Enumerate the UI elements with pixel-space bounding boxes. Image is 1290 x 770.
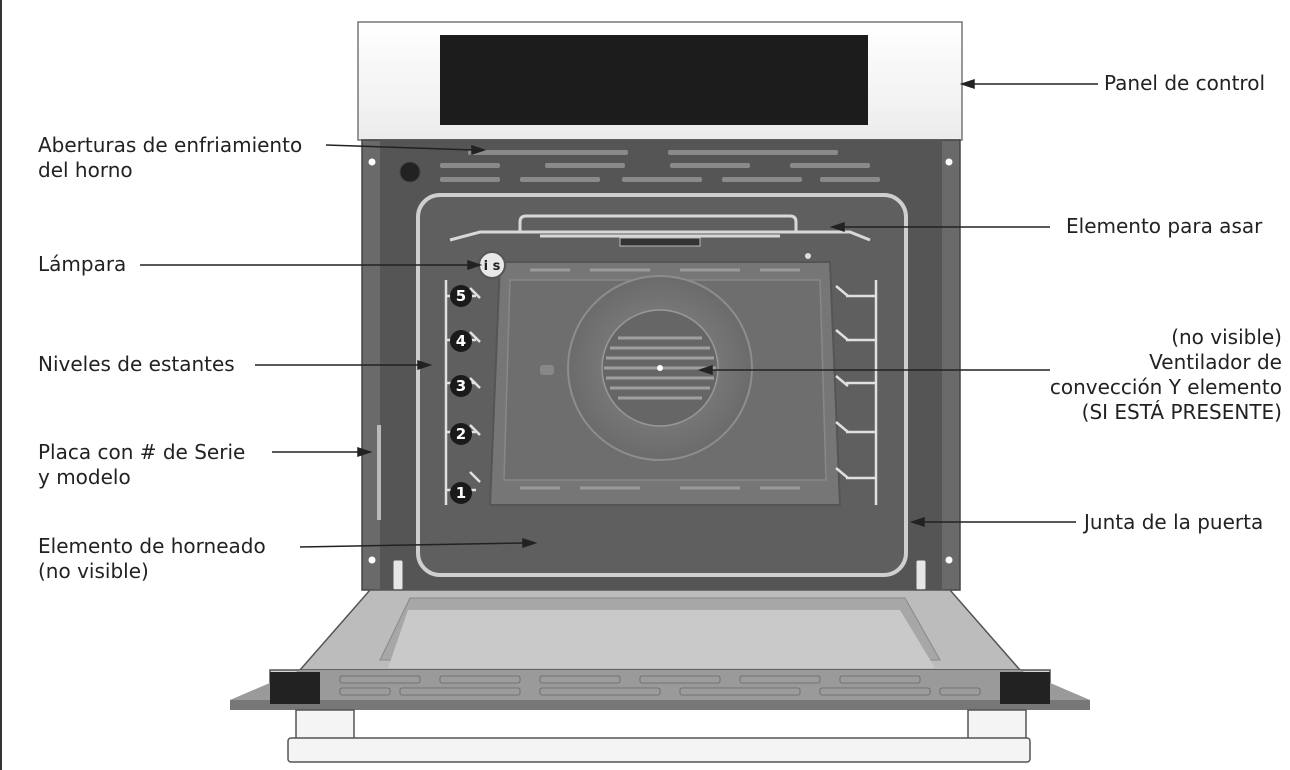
- rack-level-badges: 5 4 3 2 1: [450, 285, 472, 504]
- label-cooling-vents: Aberturas de enfriamiento del horno: [38, 133, 303, 182]
- rack-level-2: 2: [450, 423, 472, 445]
- svg-text:5: 5: [456, 287, 466, 305]
- label-control-panel: Panel de control: [1104, 71, 1265, 95]
- callout-bake-element: [299, 537, 538, 549]
- svg-text:1: 1: [456, 484, 466, 502]
- broil-element: [449, 214, 871, 247]
- callout-convection: [697, 364, 1050, 376]
- rack-level-5: 5: [450, 285, 472, 307]
- callout-broil-element: [829, 221, 1050, 233]
- convection-fan: [540, 275, 753, 461]
- label-door-gasket: Junta de la puerta: [1084, 510, 1264, 534]
- svg-text:2: 2: [456, 425, 466, 443]
- callout-control-panel: [959, 78, 1098, 90]
- callout-serial-plate: [272, 446, 373, 458]
- rack-level-1: 1: [450, 482, 472, 504]
- label-rack-levels: Niveles de estantes: [38, 352, 235, 376]
- label-lamp: Lámpara: [38, 252, 127, 276]
- callout-rack-levels: [255, 359, 433, 371]
- callout-door-gasket: [909, 516, 1076, 528]
- cooling-vents: [440, 150, 880, 182]
- control-panel-display: [440, 35, 868, 125]
- rack-level-4: 4: [450, 330, 472, 352]
- label-broil-element: Elemento para asar: [1066, 214, 1263, 238]
- rack-supports-right: [835, 280, 878, 505]
- callout-cooling-vents: [325, 144, 487, 156]
- door-handle: [287, 709, 1031, 763]
- svg-text:i s: i s: [484, 259, 501, 274]
- oven-door: [230, 589, 1090, 763]
- serial-plate: [377, 425, 381, 520]
- svg-text:4: 4: [456, 332, 466, 350]
- rack-level-3: 3: [450, 375, 472, 397]
- label-bake-element: Elemento de horneado (no visible): [38, 534, 266, 583]
- label-convection: (no visible) Ventilador de convección Y …: [1049, 325, 1282, 424]
- label-serial-plate: Placa con # de Serie y modelo: [38, 440, 246, 489]
- control-panel: [357, 21, 963, 141]
- page-border-line: [0, 0, 2, 770]
- svg-text:3: 3: [456, 377, 466, 395]
- callout-lines: [140, 78, 1098, 549]
- callout-lamp: [140, 259, 483, 271]
